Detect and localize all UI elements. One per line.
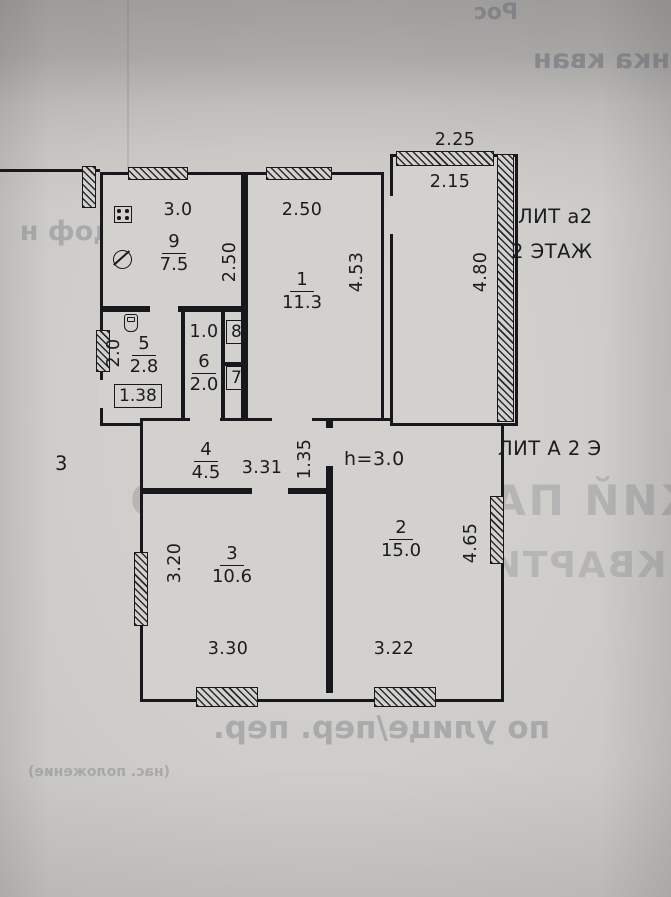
door-kitchen-hall: [150, 304, 178, 314]
room6-label: 6 2.0: [186, 352, 222, 395]
window-room3-bottom: [196, 687, 258, 707]
toilet-icon: [124, 314, 138, 332]
veranda-outline: [390, 154, 518, 426]
door-corridor-room2: [324, 428, 335, 466]
room9-area: 7.5: [159, 253, 189, 275]
room2-height-note: h=3.0: [344, 448, 405, 470]
door-hall-corridor: [190, 414, 220, 424]
wall-closet-divider: [225, 362, 241, 366]
dim-room9-side: 2.50: [220, 241, 240, 283]
dim-room1-top: 2.50: [281, 200, 323, 220]
dim-veranda-above: 2.25: [434, 130, 476, 150]
label-lit-a2: ЛИТ а2: [518, 205, 593, 228]
dim-room4: 3.31: [241, 458, 283, 478]
window-kitchen: [128, 167, 188, 180]
dim-veranda-top: 2.15: [429, 172, 471, 192]
wall-kitchen-room1: [241, 172, 248, 420]
watermark-left-edge: доф н: [19, 216, 115, 247]
door-room1-corridor: [272, 414, 312, 424]
dim-room3-side: 3.20: [165, 542, 185, 584]
dim-room5-width: 1.38: [114, 384, 162, 409]
room1-area: 11.3: [281, 291, 323, 313]
dim-room6-top: 1.0: [189, 322, 219, 342]
window-room3-side: [134, 552, 148, 626]
wall-room6-closets: [221, 312, 225, 418]
watermark-corner: Рос: [473, 0, 518, 25]
dim-room2-side: 4.65: [461, 522, 481, 564]
door-room1-veranda-inner: [374, 196, 380, 234]
label-lit-A: ЛИТ А 2 Э: [498, 437, 602, 460]
paper-crease: [127, 0, 129, 170]
room1-number: 1: [290, 270, 314, 292]
room4-area: 4.5: [191, 461, 221, 483]
room2-number: 2: [389, 518, 413, 540]
window-room1: [266, 167, 332, 180]
room4-label: 4 4.5: [183, 440, 229, 483]
window-room2-side: [490, 496, 504, 564]
room1-label: 1 11.3: [272, 270, 332, 313]
label-floor-2: 2 ЭТАЖ: [511, 240, 593, 263]
stove-icon: [114, 206, 132, 223]
window-room5-side: [96, 330, 110, 372]
adjacent-wall-line: [0, 169, 100, 172]
closet7-number: 7: [226, 366, 247, 391]
sink-icon: [113, 250, 132, 269]
window-veranda-side: [497, 154, 514, 422]
room5-number: 5: [132, 334, 156, 356]
wall-stub-hatch: [82, 166, 96, 208]
dim-room3-bottom: 3.30: [207, 639, 249, 659]
room6-area: 2.0: [189, 373, 219, 395]
watermark-bottom-small: (нас. положение): [28, 764, 170, 780]
wall-room5-room6: [181, 312, 185, 418]
room2-label: 2 15.0: [376, 518, 426, 561]
room5-label: 5 2.8: [122, 334, 166, 377]
dim-room2-bottom: 3.22: [373, 639, 415, 659]
dim-veranda-side: 4.80: [471, 251, 491, 293]
dim-room5-side: 2.0: [104, 338, 124, 368]
room9-number: 9: [162, 232, 186, 254]
door-entrance: [99, 380, 105, 408]
watermark-bottom-line: по улице/пер. пер.: [212, 710, 550, 746]
dim-room9-top: 3.0: [163, 200, 193, 220]
closet8-number: 8: [226, 320, 247, 345]
room9-label: 9 7.5: [148, 232, 200, 275]
room3-area: 10.6: [211, 565, 253, 587]
room5-area: 2.8: [129, 355, 159, 377]
lower-block-outline: [140, 418, 504, 702]
window-room2-bottom: [374, 687, 436, 707]
dim-room1-side: 4.53: [347, 251, 367, 293]
label-left-3: 3: [55, 452, 68, 475]
room2-area: 15.0: [380, 539, 422, 561]
wall-room3-room2: [326, 421, 333, 693]
watermark-top: нка кван: [533, 44, 670, 75]
window-veranda-top: [396, 151, 494, 166]
room3-label: 3 10.6: [206, 544, 258, 587]
room3-number: 3: [220, 544, 244, 566]
dim-room4-side: 1.35: [295, 438, 315, 480]
room4-number: 4: [194, 440, 218, 462]
door-room1-veranda-outer: [389, 196, 395, 234]
door-corridor-room3: [252, 486, 288, 496]
room6-number: 6: [192, 352, 216, 374]
wall-corridor-room3: [143, 488, 331, 494]
